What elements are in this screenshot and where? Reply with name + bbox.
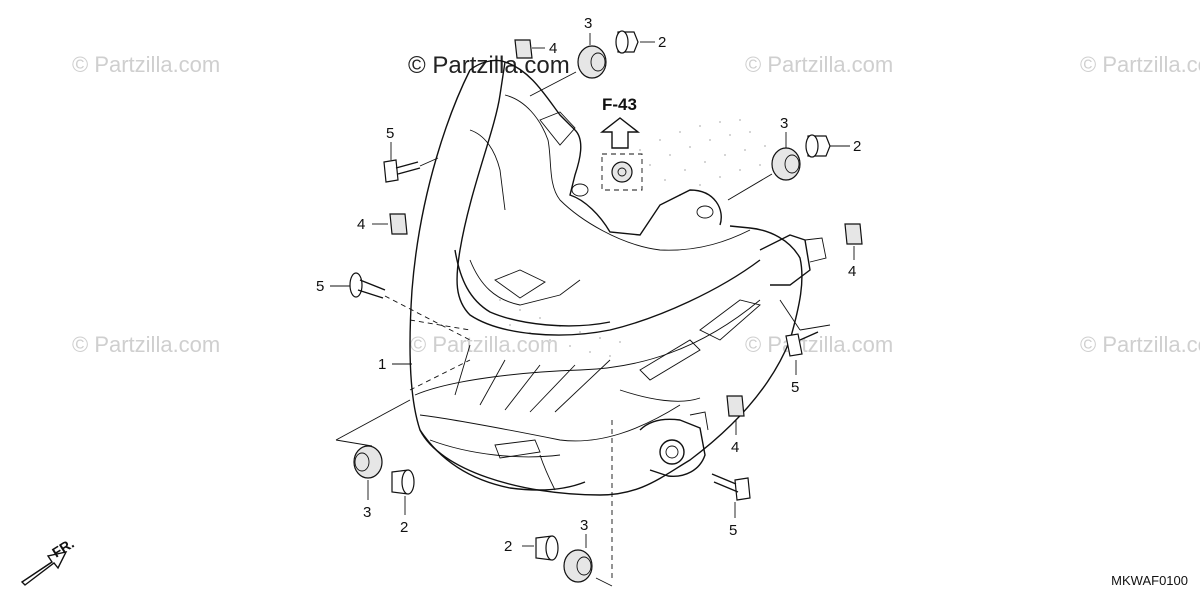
- callout-5: 5: [386, 125, 394, 142]
- bolt-part-5: [785, 331, 819, 357]
- grommet-part-3: [353, 445, 383, 479]
- bolt-part-5: [711, 473, 751, 501]
- bolt-part-5: [383, 159, 421, 183]
- front-direction-arrow: [20, 550, 68, 586]
- watermark: © Partzilla.com: [745, 52, 894, 77]
- watermark: © Partzilla.com: [72, 52, 221, 77]
- reference-arrow: [599, 117, 643, 191]
- clip-part-4: [844, 223, 863, 245]
- collar-part-2: [615, 30, 639, 54]
- callout-3: 3: [780, 115, 788, 132]
- callout-2: 2: [400, 519, 408, 536]
- callout-5: 5: [316, 278, 324, 295]
- watermark: © Partzilla.com: [410, 332, 559, 357]
- callout-numbers: 3 2 4 5 3 2 4 4 5 1 5 4 3 2 5 3 2: [316, 15, 861, 555]
- callout-3: 3: [363, 504, 371, 521]
- watermark: © Partzilla.com: [72, 332, 221, 357]
- callout-5: 5: [729, 522, 737, 539]
- clip-part-4: [514, 39, 533, 59]
- collar-part-2: [805, 134, 831, 158]
- callout-2: 2: [853, 138, 861, 155]
- grommet-part-3: [577, 45, 607, 79]
- grommet-part-3: [563, 549, 593, 583]
- bolt-part-5: [349, 272, 386, 299]
- front-direction-label: FR.: [49, 535, 77, 561]
- callout-3: 3: [580, 517, 588, 534]
- clip-part-4: [726, 395, 745, 417]
- callout-4: 4: [848, 263, 856, 280]
- grommet-part-3: [771, 147, 801, 181]
- callout-1: 1: [378, 356, 386, 373]
- callout-3: 3: [584, 15, 592, 32]
- callout-4: 4: [731, 439, 739, 456]
- watermark: © Partzilla.com: [1080, 332, 1200, 357]
- diagram-code: MKWAF0100: [1111, 573, 1188, 588]
- reference-label: F-43: [602, 95, 637, 114]
- headlight-assembly: [409, 59, 827, 496]
- callout-4: 4: [549, 40, 557, 57]
- callout-4: 4: [357, 216, 365, 233]
- callout-5: 5: [791, 379, 799, 396]
- callout-2: 2: [658, 34, 666, 51]
- watermark: © Partzilla.com: [745, 332, 894, 357]
- watermark-prominent: © Partzilla.com: [408, 52, 570, 79]
- callout-2: 2: [504, 538, 512, 555]
- leader-lines: [330, 33, 855, 587]
- watermark: © Partzilla.com: [1080, 52, 1200, 77]
- collar-part-2: [391, 469, 415, 495]
- collar-part-2: [535, 535, 559, 561]
- clip-part-4: [389, 213, 408, 235]
- lens-shading: [499, 119, 766, 357]
